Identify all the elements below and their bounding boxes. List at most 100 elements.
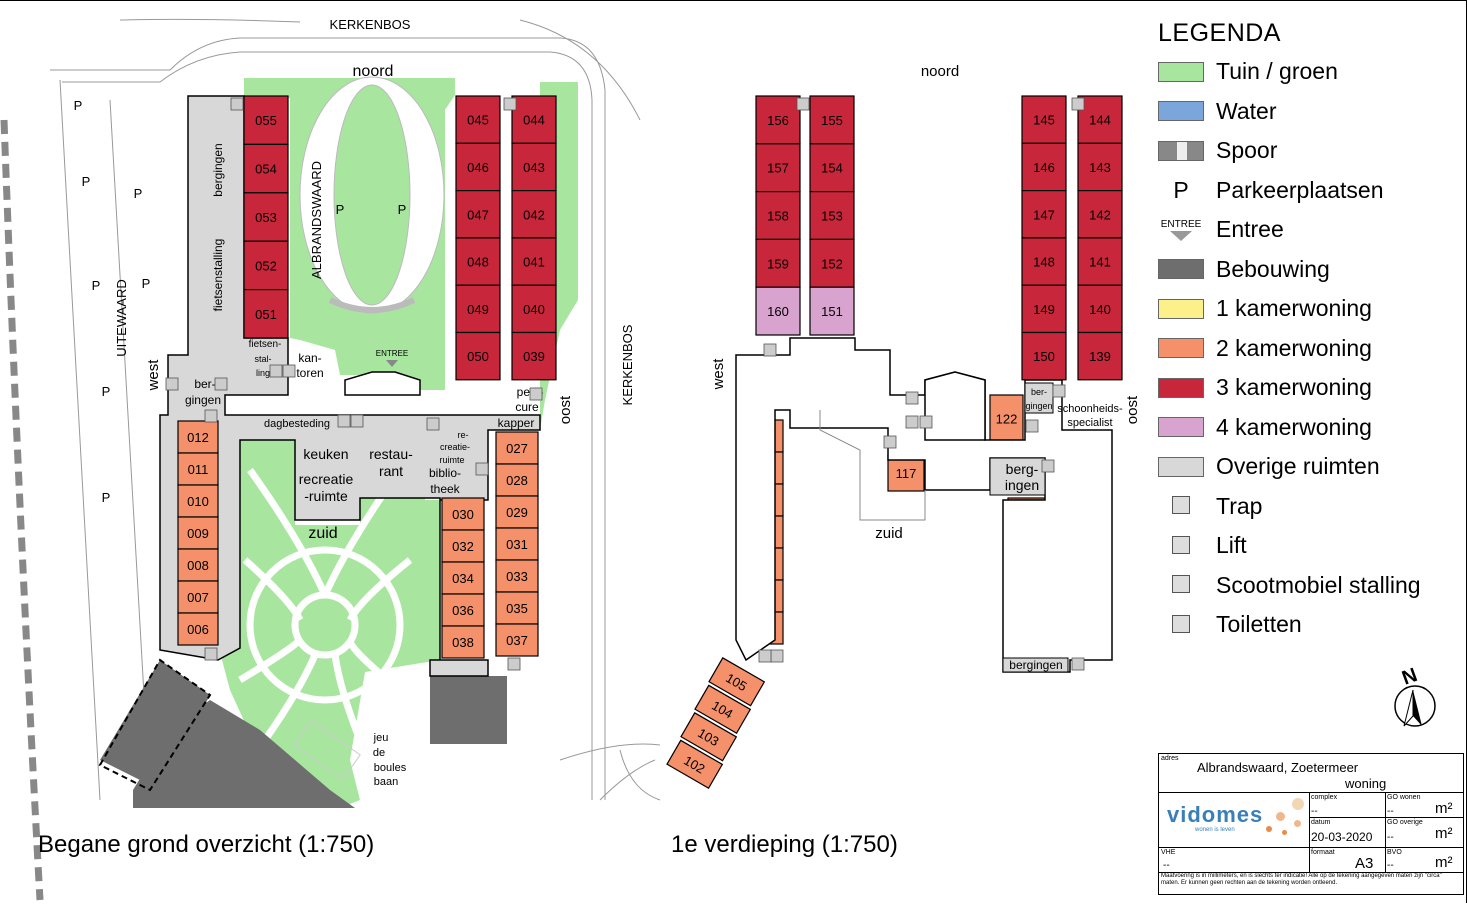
unit-009: 009 xyxy=(177,516,219,550)
facility-icon xyxy=(1025,419,1039,433)
legend-swatch xyxy=(1158,101,1204,122)
street-albrandswaard: ALBRANDSWAARD xyxy=(309,161,324,279)
room-berg-ingen-a: berg- xyxy=(1006,461,1039,477)
unit-label-146: 146 xyxy=(1033,160,1055,175)
unit-label-156: 156 xyxy=(767,113,789,128)
unit-label-140: 140 xyxy=(1089,302,1111,317)
facility-legend-icon xyxy=(1158,575,1204,595)
unit-label-047: 047 xyxy=(467,207,489,222)
unit-box-147 xyxy=(1021,190,1067,239)
unit-label-043: 043 xyxy=(523,160,545,175)
unit-box-143 xyxy=(1077,142,1123,192)
unit-027: 027 xyxy=(495,431,539,465)
facility-icon xyxy=(905,391,919,405)
right-plan-inner-lines xyxy=(819,410,926,521)
parking-icon: P xyxy=(1173,177,1189,204)
facility-icon xyxy=(919,415,933,429)
unit-box-009 xyxy=(177,516,219,550)
legend-item: 2 kamerwoning xyxy=(1158,329,1458,369)
parking-p-7: P xyxy=(336,202,345,217)
unit-label-027: 027 xyxy=(506,441,528,456)
north-arrow-letter: N xyxy=(1399,664,1420,690)
unit-box-036 xyxy=(441,593,485,627)
legend-item: Toiletten xyxy=(1158,605,1458,645)
unit-036: 036 xyxy=(441,593,485,627)
legend-item: Lift xyxy=(1158,526,1458,566)
facility-legend-icon xyxy=(1158,496,1204,516)
unit-box-034 xyxy=(441,561,485,595)
unit-label-010: 010 xyxy=(187,494,209,509)
unit-label-143: 143 xyxy=(1089,160,1111,175)
unit-label-039: 039 xyxy=(523,349,545,364)
unit-label-153: 153 xyxy=(821,209,843,224)
unit-050: 050 xyxy=(455,331,501,381)
legend-item: Bebouwing xyxy=(1158,250,1458,290)
room-r-bergingen-b: gingen xyxy=(1025,401,1052,411)
legend-swatch xyxy=(1158,417,1204,438)
unit-box-152 xyxy=(809,238,855,288)
facility-icon xyxy=(1041,459,1055,473)
unit-154: 154 xyxy=(809,143,855,193)
unit-box-041 xyxy=(511,237,557,286)
legend-item: Water xyxy=(1158,92,1458,132)
unit-label-029: 029 xyxy=(506,505,528,520)
unit-038: 038 xyxy=(441,625,485,659)
unit-box-102 xyxy=(666,739,724,790)
unit-label-141: 141 xyxy=(1089,255,1111,270)
unit-042: 042 xyxy=(511,190,557,239)
unit-158: 158 xyxy=(755,191,801,241)
unit-box-140 xyxy=(1077,284,1123,334)
unit-label-028: 028 xyxy=(506,473,528,488)
legend-label: Tuin / groen xyxy=(1216,58,1338,85)
facility-icon xyxy=(350,414,364,428)
unit-box-149 xyxy=(1021,284,1067,334)
facility-icon xyxy=(426,417,440,431)
legend-swatch xyxy=(1158,338,1204,359)
road-outlines-left xyxy=(50,18,661,801)
facility-icon xyxy=(204,409,218,423)
right-plan-grey-rooms xyxy=(989,382,1069,673)
unit-box-046 xyxy=(455,142,501,192)
unit-label-048: 048 xyxy=(467,255,489,270)
caption-ground-floor: Begane grond overzicht (1:750) xyxy=(38,831,375,858)
unit-box-029 xyxy=(495,495,539,529)
unit-029: 029 xyxy=(495,495,539,529)
unit-box-048 xyxy=(455,237,501,286)
unit-box-145 xyxy=(1021,95,1067,144)
unit-label-149: 149 xyxy=(1033,302,1055,317)
unit-033: 033 xyxy=(495,559,539,593)
legend-label: Parkeerplaatsen xyxy=(1216,176,1384,203)
facility-icon xyxy=(1052,384,1066,398)
room-fietsenstalling: fietsenstalling xyxy=(211,239,225,312)
parking-p-6: P xyxy=(102,490,111,505)
unit-box-156 xyxy=(755,95,801,145)
facility-icon xyxy=(1071,657,1085,671)
unit-046: 046 xyxy=(455,142,501,192)
tb-complex-value: -- xyxy=(1311,806,1318,817)
entree-icon-text: ENTREE xyxy=(1160,218,1202,230)
room-restaurant-b: rant xyxy=(379,463,403,479)
unit-041: 041 xyxy=(511,237,557,286)
tb-logo: vidomes xyxy=(1167,802,1264,827)
facility-icon xyxy=(230,97,244,111)
tb-go-overige-value: -- xyxy=(1387,832,1394,843)
legend-label: 1 kamerwoning xyxy=(1216,295,1372,322)
facility-icon xyxy=(1172,614,1190,633)
room-labels-left: bergingen fietsenstalling fietsen- stal-… xyxy=(185,143,543,788)
legend-label: Spoor xyxy=(1216,137,1278,164)
unit-box-038 xyxy=(441,625,485,659)
facility-icon xyxy=(1071,97,1085,111)
room-bergingen-bottom: bergingen xyxy=(1009,658,1062,672)
unit-label-033: 033 xyxy=(506,569,528,584)
unit-box-035 xyxy=(495,591,539,625)
tb-bvo-unit: m² xyxy=(1435,854,1453,871)
room-fietsen-b: stal- xyxy=(254,354,271,364)
unit-040: 040 xyxy=(511,284,557,334)
unit-049: 049 xyxy=(455,284,501,334)
parking-p-1: P xyxy=(82,174,91,189)
unit-143: 143 xyxy=(1077,142,1123,192)
unit-149: 149 xyxy=(1021,284,1067,334)
unit-box-008 xyxy=(177,548,219,582)
